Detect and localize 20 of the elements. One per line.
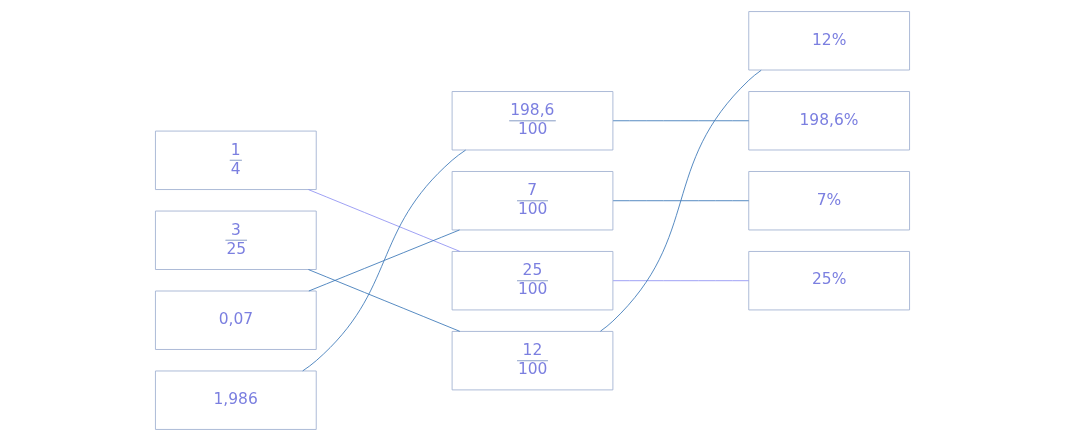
node-box: 25 100 bbox=[451, 251, 614, 311]
connector bbox=[308, 189, 461, 252]
node-box: 25% bbox=[748, 251, 910, 311]
connector bbox=[302, 149, 467, 372]
node-box: 0,07 bbox=[155, 290, 317, 350]
node-box: 12 100 bbox=[451, 331, 614, 391]
node-box: 1 4 bbox=[155, 130, 317, 190]
node-box: 198,6% bbox=[748, 91, 910, 151]
node-box: 198,6 100 bbox=[451, 91, 614, 151]
node-box: 12% bbox=[748, 11, 910, 71]
node-box: 7 100 bbox=[451, 171, 614, 231]
node-box: 7% bbox=[748, 171, 910, 231]
connector bbox=[612, 120, 750, 122]
connector bbox=[612, 200, 750, 202]
node-box: 3 25 bbox=[155, 210, 317, 270]
connector bbox=[612, 280, 750, 282]
connector bbox=[308, 229, 460, 292]
node-box: 1,986 bbox=[155, 370, 317, 430]
connector bbox=[600, 69, 762, 332]
connector bbox=[308, 269, 461, 332]
